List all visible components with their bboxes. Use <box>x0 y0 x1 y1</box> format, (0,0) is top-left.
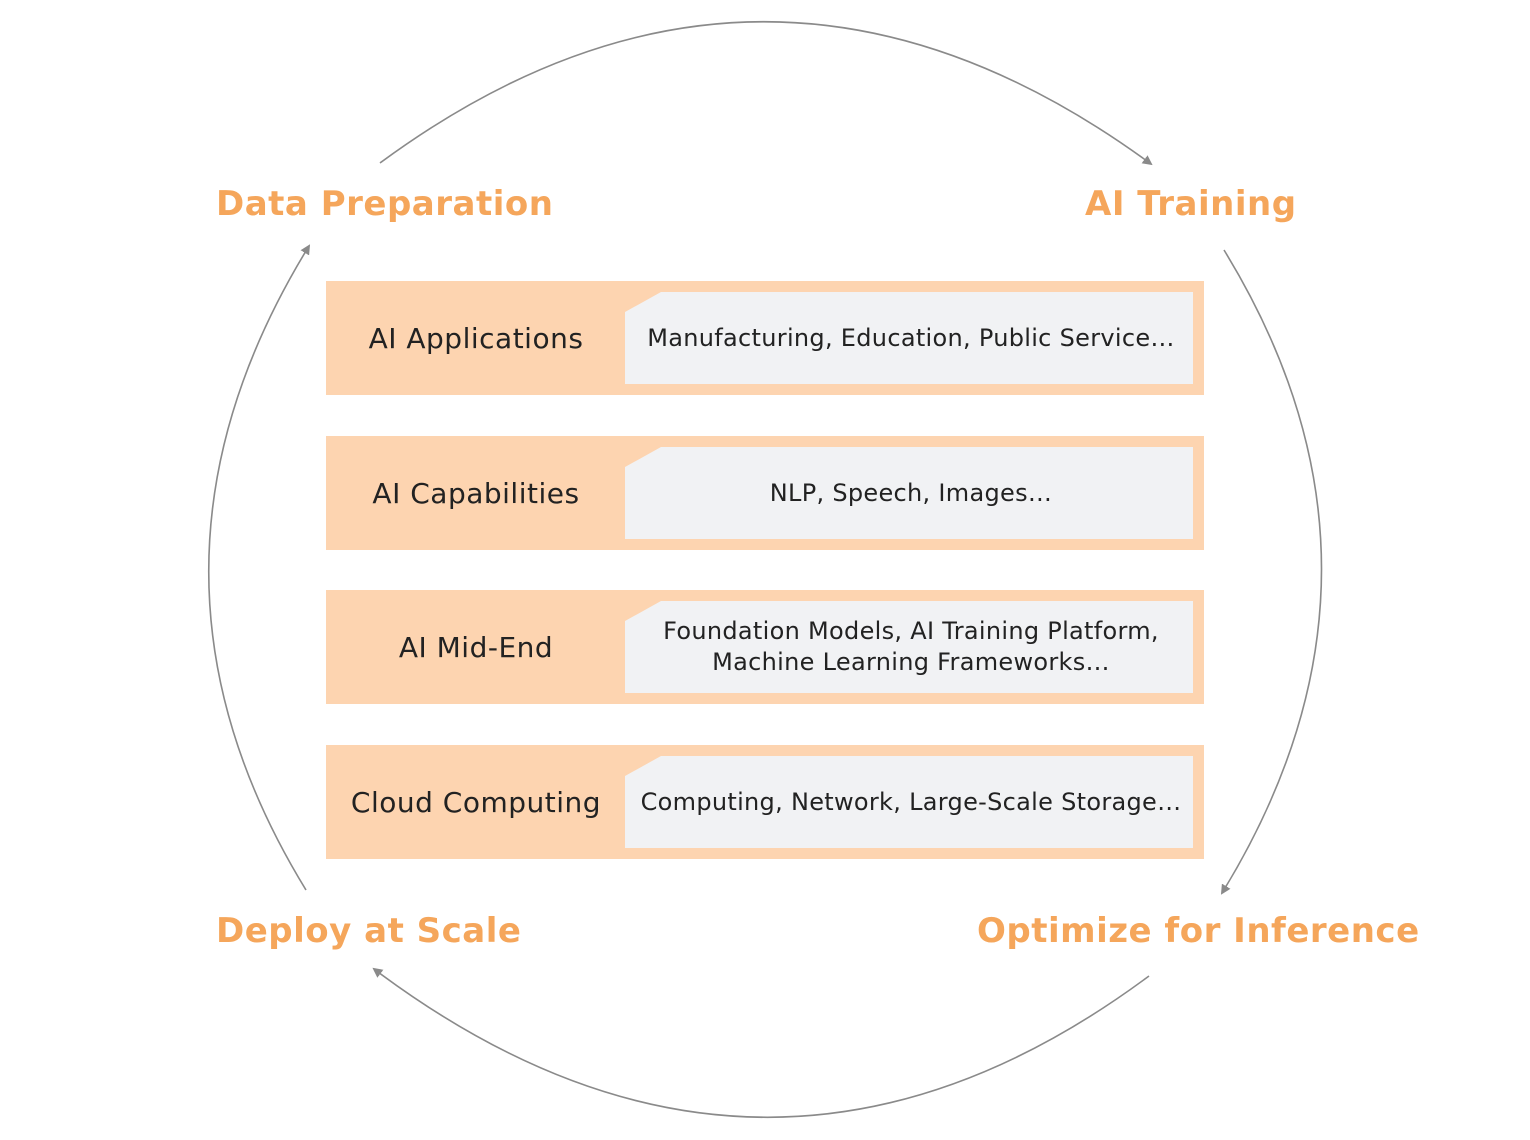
arrow-top <box>379 20 1153 166</box>
layer-detail: NLP, Speech, Images… <box>625 447 1193 539</box>
layer-ai-mid-end: AI Mid-End Foundation Models, AI Trainin… <box>326 590 1204 704</box>
stage-optimize-for-inference: Optimize for Inference <box>977 911 1420 951</box>
layer-detail: Manufacturing, Education, Public Service… <box>625 292 1193 384</box>
layer-name: Cloud Computing <box>350 785 602 819</box>
layer-detail: Foundation Models, AI Training Platform,… <box>625 601 1193 693</box>
layer-detail: Computing, Network, Large-Scale Storage… <box>625 756 1193 848</box>
arrow-bottom <box>372 967 1150 1119</box>
layer-ai-applications: AI Applications Manufacturing, Education… <box>326 281 1204 395</box>
layer-ai-capabilities: AI Capabilities NLP, Speech, Images… <box>326 436 1204 550</box>
arrow-left <box>208 244 311 891</box>
layer-cloud-computing: Cloud Computing Computing, Network, Larg… <box>326 745 1204 859</box>
stage-ai-training: AI Training <box>1085 184 1297 224</box>
layer-name: AI Capabilities <box>372 476 580 510</box>
layer-name: AI Applications <box>368 321 584 355</box>
arrow-right <box>1220 249 1323 895</box>
stage-deploy-at-scale: Deploy at Scale <box>216 911 522 951</box>
layer-name: AI Mid-End <box>398 630 554 664</box>
stage-data-preparation: Data Preparation <box>216 184 554 224</box>
